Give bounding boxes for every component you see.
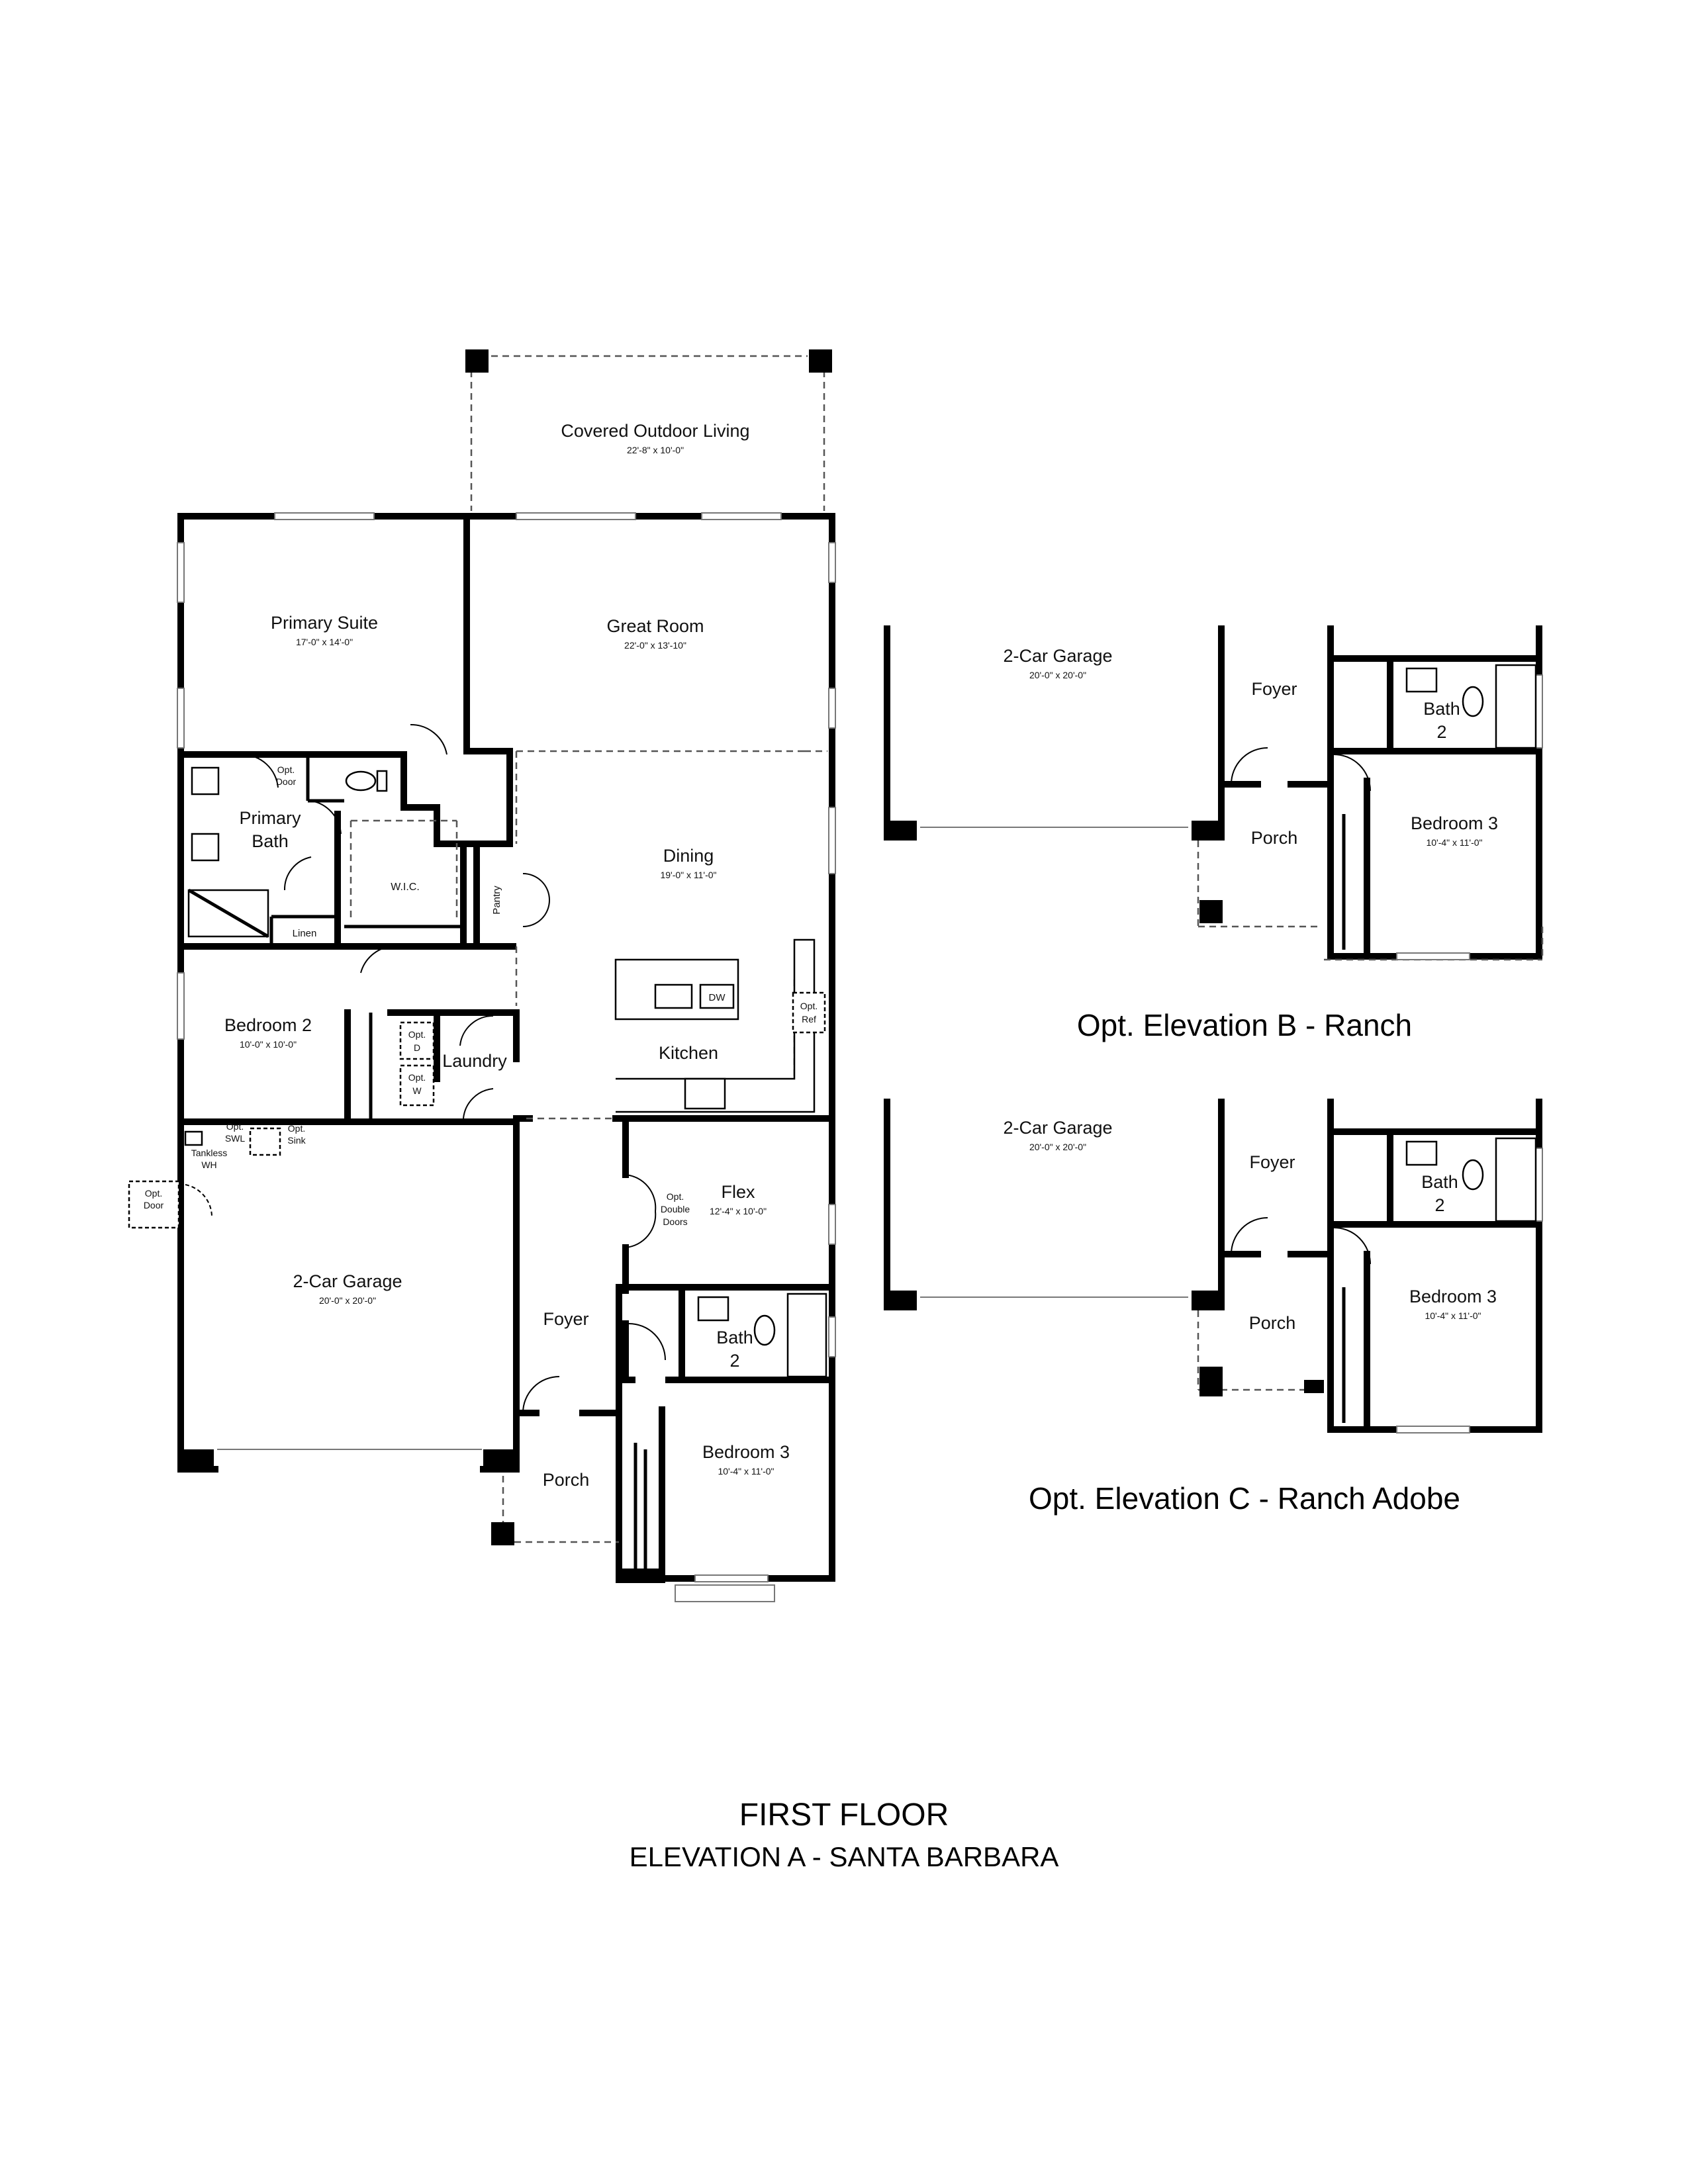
note-opt-sink-2: Sink <box>287 1135 306 1146</box>
sink-icon <box>654 983 693 1009</box>
room-porch-name: Porch <box>543 1470 590 1490</box>
water-heater-icon <box>184 1130 203 1146</box>
room-dining-name: Dining <box>663 846 714 866</box>
room-foyer-name: Foyer <box>543 1309 588 1329</box>
elev-c-bedroom-dim: 10'-4" x 11'-0" <box>1425 1310 1481 1321</box>
door-swings <box>128 723 666 1414</box>
sink-icon <box>697 1296 729 1322</box>
room-labels: Covered Outdoor Living 22'-8" x 10'-0" P… <box>224 421 790 1490</box>
elevation-c-plan: 2-Car Garage 20'-0" x 20'-0" Foyer Porch… <box>884 1099 1543 1516</box>
note-opt-double-3: Doors <box>663 1216 687 1227</box>
note-opt-w-2: W <box>412 1085 422 1096</box>
note-opt-d-1: Opt. <box>408 1029 426 1040</box>
room-covered-outdoor-dim: 22'-8" x 10'-0" <box>627 445 684 455</box>
room-flex-dim: 12'-4" x 10'-0" <box>710 1206 767 1216</box>
dishwasher-icon <box>699 983 735 1009</box>
room-great-room-dim: 22'-0" x 13'-10" <box>624 640 686 651</box>
room-flex-name: Flex <box>721 1182 755 1202</box>
covered-outdoor-structure <box>465 349 832 511</box>
elev-b-bath-line1: Bath <box>1423 699 1460 719</box>
refrigerator-icon <box>792 991 826 1034</box>
dryer-icon <box>399 1021 435 1060</box>
room-pantry-name: Pantry <box>491 886 502 915</box>
room-bedroom3-name: Bedroom 3 <box>702 1442 790 1462</box>
sink-icon <box>1405 1140 1438 1166</box>
room-laundry-name: Laundry <box>442 1051 507 1071</box>
room-primary-suite-dim: 17'-0" x 14'-0" <box>296 637 353 647</box>
main-plan: Covered Outdoor Living 22'-8" x 10'-0" P… <box>128 349 836 1602</box>
note-opt-double-1: Opt. <box>667 1191 684 1202</box>
elev-c-garage-dim: 20'-0" x 20'-0" <box>1029 1142 1086 1152</box>
elev-b-foyer: Foyer <box>1251 679 1297 699</box>
elev-b-bedroom-name: Bedroom 3 <box>1411 813 1498 833</box>
optional-door-frame <box>128 1180 180 1229</box>
toilet-icon <box>753 1314 776 1346</box>
note-opt-d-2: D <box>414 1042 420 1053</box>
elevation-c-label: Opt. Elevation C - Ranch Adobe <box>1029 1481 1460 1516</box>
elev-b-garage-dim: 20'-0" x 20'-0" <box>1029 670 1086 680</box>
note-tankless-2: WH <box>201 1160 216 1170</box>
room-garage-dim: 20'-0" x 20'-0" <box>319 1295 376 1306</box>
utility-sink-icon <box>249 1127 281 1156</box>
elev-b-bath-line2: 2 <box>1436 722 1446 742</box>
range-icon <box>684 1077 726 1110</box>
room-great-room-name: Great Room <box>606 616 704 636</box>
room-primary-bath-line2: Bath <box>252 831 289 851</box>
elev-b-porch: Porch <box>1251 828 1298 848</box>
plan-notes: Opt. Door Opt. Door Opt. D Opt. W Opt. S… <box>144 764 818 1227</box>
note-opt-ref-2: Ref <box>802 1014 816 1024</box>
sink-icon <box>1405 667 1438 693</box>
toilet-icon <box>1462 686 1484 717</box>
room-bedroom2-dim: 10'-0" x 10'-0" <box>240 1039 297 1050</box>
bathtub-icon <box>786 1293 827 1378</box>
elev-c-bedroom-name: Bedroom 3 <box>1409 1287 1497 1306</box>
room-garage-name: 2-Car Garage <box>293 1271 402 1291</box>
note-opt-door-garage-1: Opt. <box>145 1188 162 1199</box>
room-primary-bath-line1: Primary <box>240 808 301 828</box>
note-opt-door-bath-1: Opt. <box>277 764 295 775</box>
note-opt-door-bath-2: Door <box>276 776 297 787</box>
room-dining-dim: 19'-0" x 11'-0" <box>660 870 716 880</box>
note-opt-double-2: Double <box>661 1204 690 1214</box>
plan-title: FIRST FLOOR <box>739 1797 949 1833</box>
washer-icon <box>399 1064 435 1107</box>
elevation-b-plan: 2-Car Garage 20'-0" x 20'-0" Foyer Porch… <box>884 625 1544 1042</box>
elev-c-bath-line1: Bath <box>1421 1172 1458 1192</box>
room-wic-name: W.I.C. <box>391 882 420 893</box>
toilet-icon <box>345 770 377 792</box>
note-opt-swl-2: SWL <box>225 1133 246 1144</box>
elevation-b-label: Opt. Elevation B - Ranch <box>1077 1008 1412 1042</box>
room-covered-outdoor-name: Covered Outdoor Living <box>561 421 749 441</box>
bathtub-icon <box>1495 1137 1537 1222</box>
note-dw: DW <box>709 992 726 1003</box>
note-tankless-1: Tankless <box>191 1148 227 1158</box>
windows <box>177 512 836 1602</box>
elev-b-garage-name: 2-Car Garage <box>1003 646 1112 666</box>
note-opt-ref-1: Opt. <box>800 1001 818 1011</box>
room-primary-suite-name: Primary Suite <box>271 613 378 633</box>
interior-walls <box>177 513 835 1582</box>
elev-c-bath-line2: 2 <box>1434 1195 1444 1215</box>
elev-c-garage-name: 2-Car Garage <box>1003 1118 1112 1138</box>
elev-b-bedroom-dim: 10'-4" x 11'-0" <box>1426 837 1482 848</box>
room-linen-name: Linen <box>293 928 317 939</box>
sink-icon <box>191 766 220 796</box>
note-opt-door-garage-2: Door <box>144 1200 164 1210</box>
room-bath2-line2: 2 <box>729 1351 739 1371</box>
elev-c-foyer: Foyer <box>1249 1152 1295 1172</box>
room-bedroom3-dim: 10'-4" x 11'-0" <box>718 1466 774 1477</box>
toilet-icon <box>1462 1159 1484 1191</box>
bathtub-icon <box>1495 664 1537 749</box>
note-opt-swl-1: Opt. <box>226 1121 244 1132</box>
note-opt-w-1: Opt. <box>408 1072 426 1083</box>
elev-c-porch: Porch <box>1249 1313 1296 1333</box>
room-kitchen-name: Kitchen <box>659 1043 718 1063</box>
sink-icon <box>191 833 220 862</box>
room-bath2-line1: Bath <box>716 1328 753 1347</box>
fixtures <box>184 766 827 1572</box>
plan-subtitle: ELEVATION A - SANTA BARBARA <box>630 1841 1059 1872</box>
room-bedroom2-name: Bedroom 2 <box>224 1015 312 1035</box>
note-opt-sink-1: Opt. <box>288 1123 305 1134</box>
